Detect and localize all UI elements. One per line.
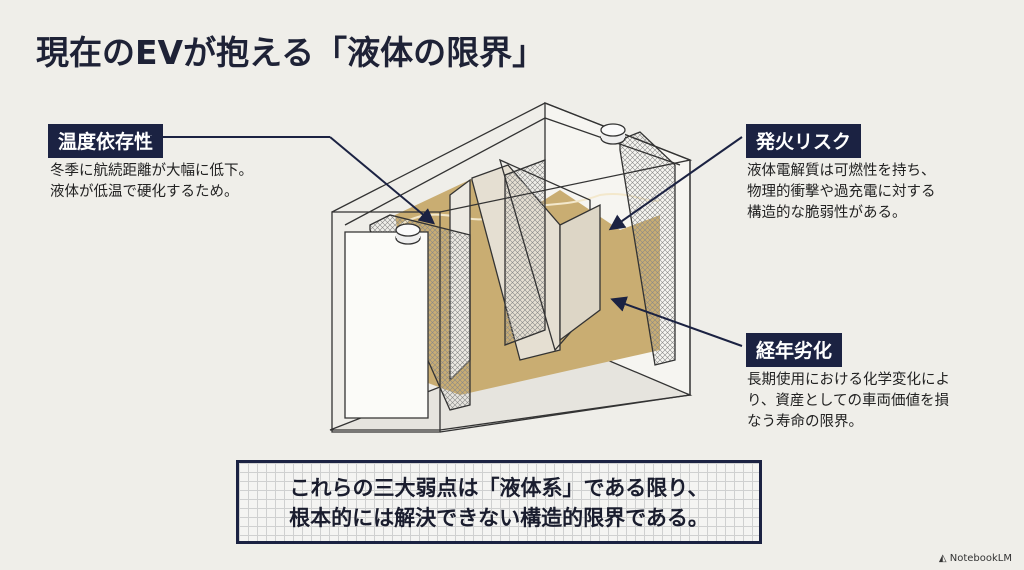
- callout-line: [150, 136, 330, 138]
- desc-line: 液体電解質は可燃性を持ち、: [747, 163, 936, 179]
- callout-arrow-fire: [608, 136, 743, 231]
- desc-line: 構造的な脆弱性がある。: [747, 205, 907, 221]
- callout-desc-temperature: 冬季に航続距離が大幅に低下。 液体が低温で硬化するため。: [50, 161, 253, 203]
- desc-line: 長期使用における化学変化によ: [747, 372, 950, 388]
- summary-box: これらの三大弱点は「液体系」である限り、 根本的には解決できない構造的限界である…: [236, 460, 762, 544]
- branding-text: NotebookLM: [949, 553, 1012, 564]
- callout-label-temperature: 温度依存性: [48, 124, 164, 158]
- summary-line: 根本的には解決できない構造的限界である。: [289, 506, 709, 530]
- callout-arrow-temperature: [329, 136, 436, 225]
- callout-label-fire: 発火リスク: [746, 124, 862, 158]
- desc-line: 冬季に航続距離が大幅に低下。: [50, 163, 253, 179]
- battery-case: [329, 102, 693, 433]
- callout-label-aging: 経年劣化: [746, 333, 843, 367]
- desc-line: 液体が低温で硬化するため。: [50, 184, 239, 200]
- desc-line: 物理的衝撃や過充電に対する: [747, 184, 936, 200]
- callout-desc-aging: 長期使用における化学変化によ り、資産としての車両価値を損 なう寿命の限界。: [747, 370, 950, 433]
- desc-line: なう寿命の限界。: [747, 414, 863, 430]
- callout-arrow-aging: [610, 296, 743, 347]
- slide-title: 現在のEVが抱える「液体の限界」: [36, 33, 546, 72]
- summary-line: これらの三大弱点は「液体系」である限り、: [289, 476, 709, 500]
- callout-desc-fire: 液体電解質は可燃性を持ち、 物理的衝撃や過充電に対する 構造的な脆弱性がある。: [747, 161, 936, 224]
- notebooklm-logo: ◭ NotebookLM: [939, 553, 1012, 564]
- notebooklm-icon: ◭: [938, 553, 950, 564]
- desc-line: り、資産としての車両価値を損: [747, 393, 949, 409]
